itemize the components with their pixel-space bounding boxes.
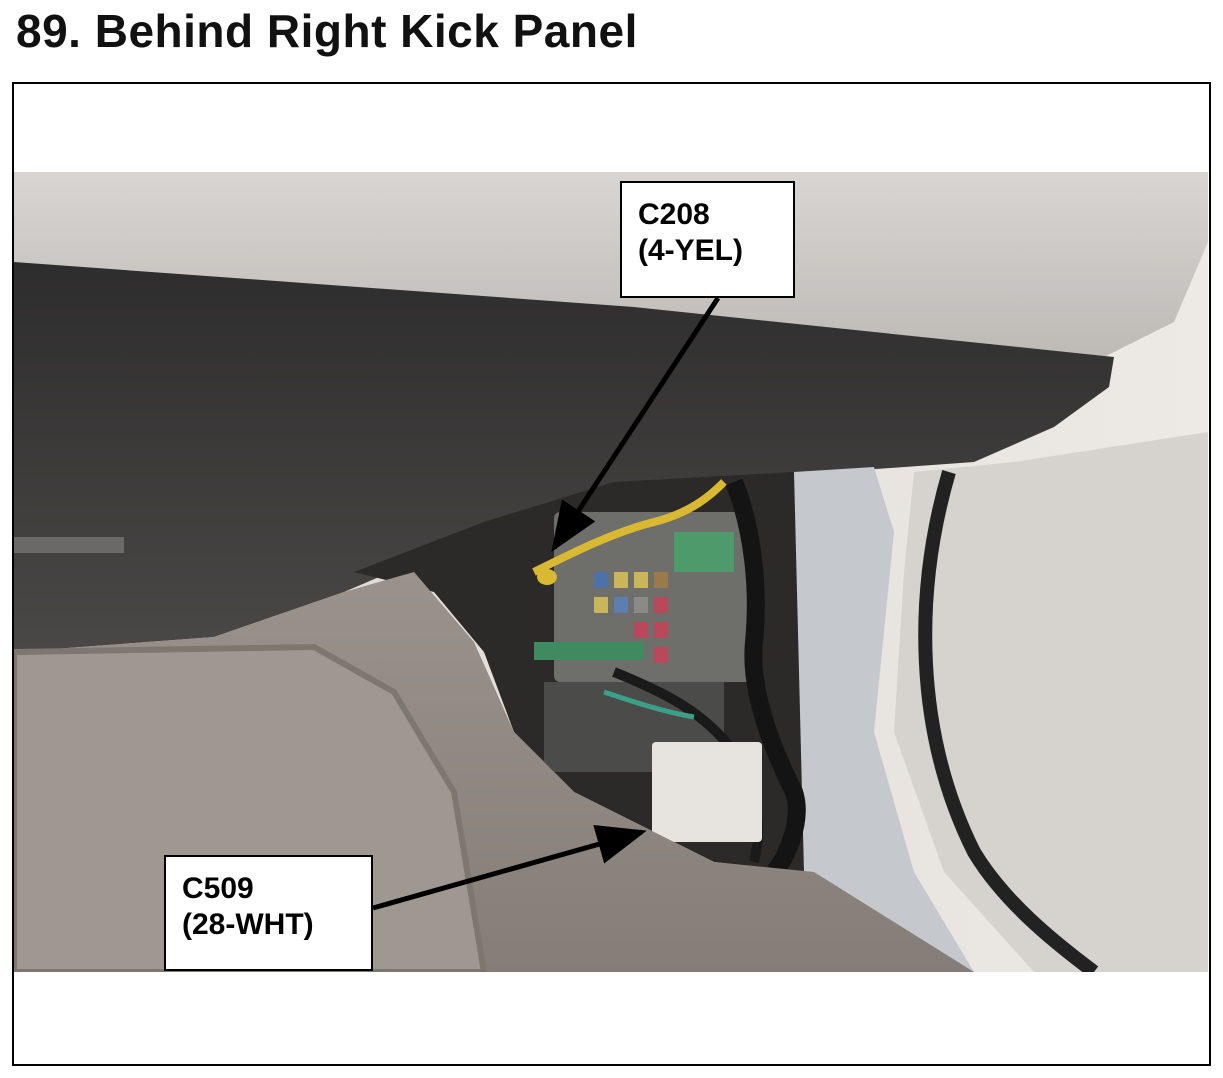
- wire-harness: [725, 478, 806, 879]
- door-seal: [918, 470, 1099, 972]
- door-pillar: [774, 467, 974, 972]
- lower-dash-trim: [14, 262, 1114, 652]
- photo-illustration: [14, 172, 1208, 972]
- dashboard-upper: [14, 172, 1208, 362]
- green-connector-strip: [534, 642, 644, 660]
- callout-c208: C208 (4-YEL): [620, 181, 795, 298]
- trim-strip: [14, 537, 124, 553]
- c509-arrow: [372, 824, 647, 911]
- c509-connector: [652, 742, 762, 842]
- callout-c208-description: (4-YEL): [638, 234, 743, 267]
- yellow-wire: [532, 479, 727, 576]
- fuses: [594, 572, 668, 663]
- c208-arrow: [551, 296, 721, 553]
- c208-connector: [537, 569, 557, 585]
- callout-c509-description: (28-WHT): [182, 908, 314, 941]
- photo-kick-panel-area: [14, 172, 1208, 972]
- callout-c509-connector-id: C509: [182, 872, 254, 905]
- callout-c509: C509 (28-WHT): [164, 855, 373, 971]
- callout-c208-connector-id: C208: [638, 198, 710, 231]
- colored-wires: [603, 689, 695, 720]
- page-title: 89. Behind Right Kick Panel: [16, 5, 638, 57]
- green-connector: [674, 532, 734, 572]
